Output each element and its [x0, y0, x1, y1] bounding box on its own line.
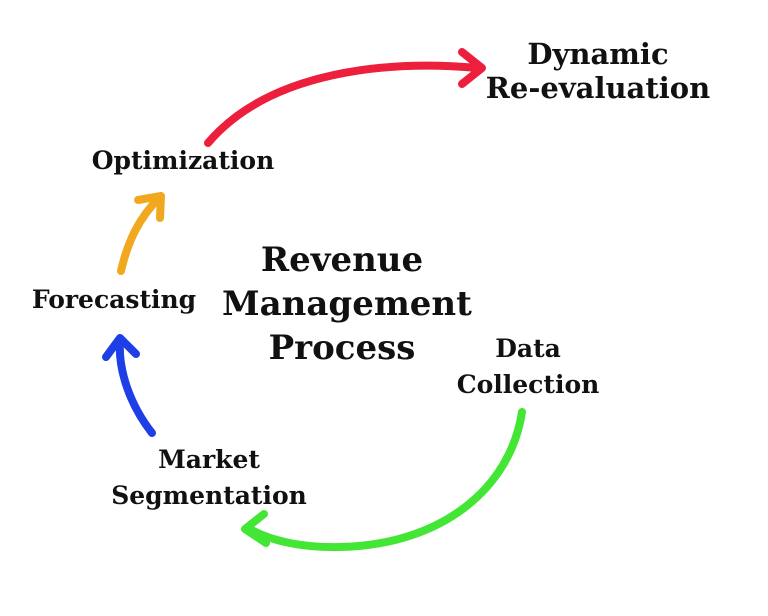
step-label-line: Collection: [456, 369, 600, 399]
arrowhead-segmentation-icon: [241, 510, 270, 547]
step-label-line: Forecasting: [31, 285, 197, 314]
arrowhead-forecasting-icon: [102, 334, 140, 361]
title-line: Process: [268, 328, 416, 369]
title-line: Revenue: [260, 240, 424, 280]
arrow-segmentation-to-forecasting: [115, 337, 156, 437]
step-label-line: Dynamic: [527, 37, 669, 71]
arrowhead-reevaluation-icon: [458, 48, 486, 88]
step-label-line: Re-evaluation: [485, 71, 711, 106]
arrow-collection-to-segmentation: [244, 408, 526, 552]
step-label-line: Optimization: [91, 146, 275, 175]
step-optimization: Optimization: [78, 146, 288, 176]
step-label-line: Market: [158, 445, 260, 474]
step-forecasting: Forecasting: [20, 285, 208, 315]
step-data-collection: Data Collection: [448, 331, 608, 402]
title-line: Management: [222, 284, 472, 325]
arrow-optimization-to-reevaluation: [204, 61, 482, 147]
arrow-forecasting-to-optimization: [117, 194, 163, 275]
diagram-title: Revenue Management Process: [222, 238, 472, 371]
step-label-line: Segmentation: [111, 480, 307, 510]
arrowhead-optimization-icon: [134, 192, 165, 222]
step-market-segmentation: Market Segmentation: [96, 442, 322, 513]
step-label-line: Data: [495, 334, 561, 363]
step-dynamic-reevaluation: Dynamic Re-evaluation: [478, 37, 718, 105]
